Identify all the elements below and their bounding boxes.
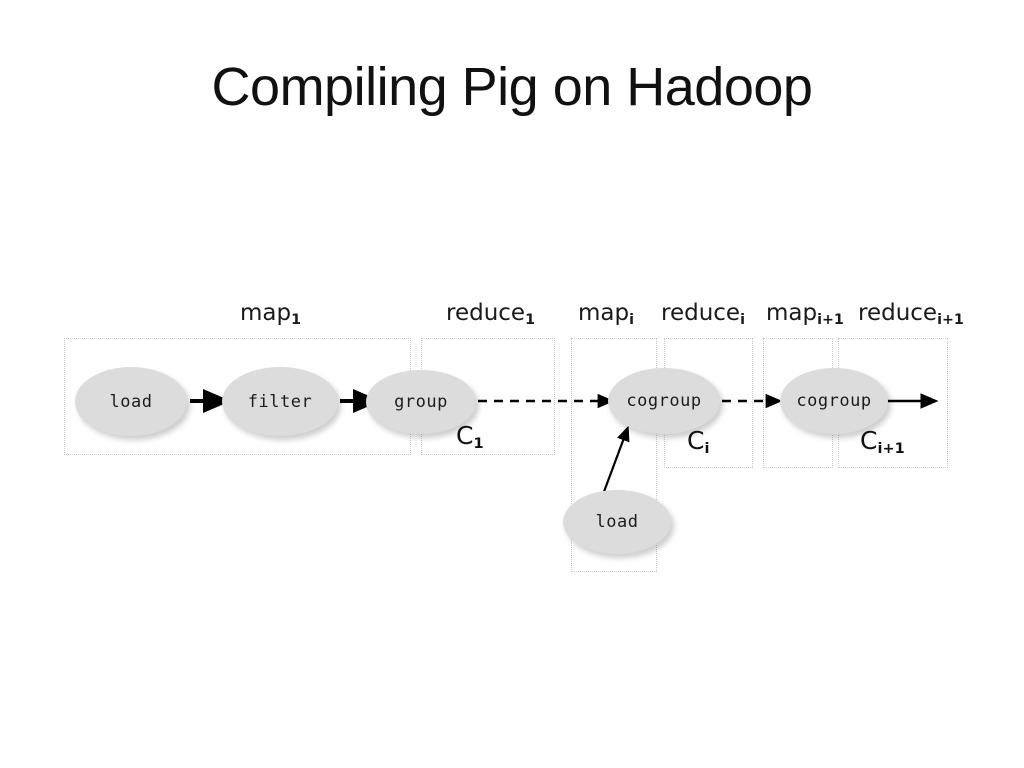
phase-label-map-i-plus-1: mapi+1 [766,300,844,329]
phase-label-base: map [240,300,292,326]
phase-label-base: map [766,300,818,326]
node-label: cogroup [796,391,872,411]
phase-label-sub: 1 [525,312,535,329]
phase-label-map-i: mapi [578,300,634,329]
phase-label-sub: i [740,312,745,329]
phase-label-base: reduce [661,300,741,326]
c-label-base: C [456,421,474,450]
node-cogroup-1[interactable]: cogroup [608,368,720,434]
node-cogroup-2[interactable]: cogroup [780,368,888,434]
node-label: load [109,391,153,412]
phase-label-sub: i [629,312,634,329]
phase-label-sub: 1 [291,312,302,329]
page-title: Compiling Pig on Hadoop [211,57,813,117]
phase-label-base: reduce [858,300,938,326]
c-label-sub: i+1 [877,441,905,458]
compilation-unit-label-c1: C1 [456,421,484,452]
phase-label-sub: i+1 [937,312,964,329]
c-label-base: C [687,426,705,455]
phase-label-map-1: map1 [240,300,302,329]
node-label: group [394,392,448,412]
phase-label-base: reduce [446,300,526,326]
phase-label-reduce-i: reducei [661,300,745,329]
c-label-base: C [860,426,878,455]
c-label-sub: i [704,441,710,458]
compilation-unit-label-ci1: Ci+1 [860,426,905,457]
node-filter[interactable]: filter [222,367,338,436]
node-label: load [595,512,639,532]
node-load-2[interactable]: load [563,490,671,554]
phase-label-reduce-i-plus-1: reducei+1 [858,300,964,329]
c-label-sub: 1 [473,436,484,453]
node-label: cogroup [626,391,702,411]
compilation-unit-label-ci: Ci [687,426,709,457]
node-group[interactable]: group [366,370,476,434]
phase-label-base: map [578,300,630,326]
phase-box-map-i [571,338,657,572]
phase-label-sub: i+1 [817,312,844,329]
phase-label-reduce-1: reduce1 [446,300,535,329]
node-load-1[interactable]: load [75,367,187,436]
node-label: filter [247,391,313,412]
